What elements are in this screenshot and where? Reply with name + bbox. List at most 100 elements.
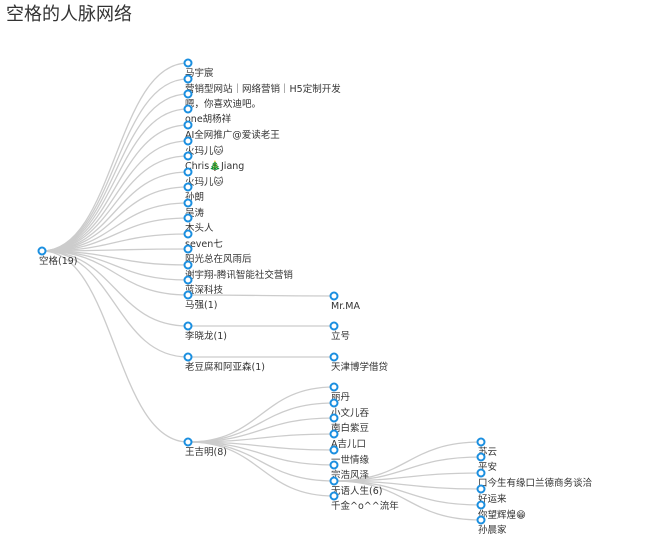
tree-link	[333, 472, 482, 482]
tree-node[interactable]: 嗯，你喜欢迪吧。	[183, 89, 262, 111]
tree-node[interactable]: 无语人生(6)	[329, 476, 383, 498]
tree-node[interactable]: 马宇宸	[183, 58, 215, 80]
tree-node[interactable]: 谢宇翔-腾讯智能社交营销	[183, 260, 294, 282]
node-circle[interactable]	[183, 120, 193, 130]
tree-node[interactable]: 孙晨家	[476, 515, 508, 537]
node-label: 千金^o^^流年	[331, 500, 399, 512]
node-circle[interactable]	[329, 476, 339, 486]
node-circle[interactable]	[329, 491, 339, 501]
tree-node[interactable]: 火玛儿🐱	[183, 167, 224, 189]
node-circle[interactable]	[37, 246, 47, 256]
node-circle[interactable]	[476, 468, 486, 478]
node-label: 营销型网站｜网络营销｜H5定制开发	[185, 83, 341, 95]
node-label: 孙晨家	[478, 524, 507, 536]
node-circle[interactable]	[183, 151, 193, 161]
tree-node[interactable]: 马强(1)	[183, 290, 218, 312]
node-circle[interactable]	[183, 198, 193, 208]
node-circle[interactable]	[183, 74, 193, 84]
tree-node[interactable]: 千金^o^^流年	[329, 491, 400, 513]
tree-node[interactable]: 蓝深科技	[183, 275, 224, 297]
tree-node[interactable]: 空格(19)	[37, 246, 78, 268]
node-name: 李晓龙(1)	[185, 330, 227, 342]
tree-node[interactable]: 南白紫豆	[329, 413, 370, 435]
tree-node[interactable]: 火玛儿🐱	[183, 136, 224, 158]
node-circle[interactable]	[183, 167, 193, 177]
tree-icon: 🎄	[209, 160, 221, 172]
node-circle[interactable]	[476, 437, 486, 447]
tree-node[interactable]: 丽丹	[329, 382, 351, 404]
tree-node[interactable]: one胡杨祥	[183, 104, 232, 126]
node-circle[interactable]	[183, 321, 193, 331]
node-circle[interactable]	[329, 321, 339, 331]
node-name: one胡杨祥	[185, 113, 232, 125]
tree-node[interactable]: 木头人	[183, 213, 215, 235]
node-circle[interactable]	[183, 58, 193, 68]
node-label: 老豆腐和阿亚森(1)	[185, 361, 265, 373]
node-name: 好运来	[478, 493, 507, 505]
tree-link	[41, 78, 189, 252]
node-circle[interactable]	[183, 290, 193, 300]
tree-node[interactable]: 阳光总在风雨后	[183, 244, 253, 266]
node-circle[interactable]	[329, 352, 339, 362]
node-label: 小文儿吞	[331, 407, 370, 419]
node-circle[interactable]	[183, 89, 193, 99]
tree-node[interactable]: 营销型网站｜网络营销｜H5定制开发	[183, 74, 342, 96]
node-label: 马强(1)	[185, 300, 217, 311]
node-name: 无语人生(6)	[331, 485, 382, 497]
node-circle[interactable]	[183, 275, 193, 285]
node-circle[interactable]	[329, 445, 339, 455]
node-circle[interactable]	[476, 484, 486, 494]
tree-node[interactable]: AI全网推广@爱读老王	[183, 120, 281, 142]
node-name: 小文儿吞	[331, 407, 370, 419]
node-circle[interactable]	[183, 260, 193, 270]
node-label: 阳光总在风雨后	[185, 253, 252, 265]
tree-link	[333, 480, 482, 521]
node-label: Chris🎄Jiang	[185, 160, 244, 172]
node-label: 南白紫豆	[331, 422, 369, 434]
node-name: AI全网推广@爱读老王	[185, 129, 280, 141]
node-name: Mr.MA	[331, 301, 360, 312]
tree-node[interactable]: 老豆腐和阿亚森(1)	[183, 352, 265, 374]
node-circle[interactable]	[476, 500, 486, 510]
node-circle[interactable]	[183, 244, 193, 254]
node-name: 老豆腐和阿亚森(1)	[185, 361, 265, 373]
node-circle[interactable]	[329, 291, 339, 301]
tree-link	[41, 250, 189, 358]
node-circle[interactable]	[329, 413, 339, 423]
node-name: 王吉明(8)	[185, 447, 227, 458]
tree-node[interactable]: 王吉明(8)	[183, 437, 227, 459]
node-name: seven七	[185, 239, 223, 250]
tree-node[interactable]: 李晓龙(1)	[183, 321, 227, 343]
node-circle[interactable]	[183, 104, 193, 114]
tree-node[interactable]: 好运来	[476, 484, 508, 506]
tree-node[interactable]: seven七	[183, 229, 224, 251]
node-label: seven七	[185, 239, 223, 250]
node-circle[interactable]	[183, 213, 193, 223]
tree-node[interactable]: 一世情缘	[329, 445, 370, 467]
tree-node[interactable]: 天津博学借贷	[329, 352, 389, 374]
tree-node[interactable]: 立号	[329, 321, 351, 343]
tree-node[interactable]: Chris🎄Jiang	[183, 151, 245, 173]
tree-node[interactable]: 口今生有缘口兰德商务谈洽	[476, 468, 593, 490]
tree-node[interactable]: 小文儿吞	[329, 398, 370, 420]
node-circle[interactable]	[329, 460, 339, 470]
tree-node[interactable]: A吉儿口	[329, 429, 367, 451]
node-circle[interactable]	[183, 229, 193, 239]
node-circle[interactable]	[329, 429, 339, 439]
node-circle[interactable]	[183, 136, 193, 146]
node-circle[interactable]	[476, 452, 486, 462]
node-circle[interactable]	[329, 382, 339, 392]
node-name: 一世情缘	[331, 454, 370, 466]
node-circle[interactable]	[476, 515, 486, 525]
node-circle[interactable]	[183, 352, 193, 362]
node-name: 宗浩风泽	[331, 469, 370, 481]
node-circle[interactable]	[183, 437, 193, 447]
node-circle[interactable]	[183, 182, 193, 192]
tree-node[interactable]: 你望辉煌😁	[476, 500, 527, 522]
node-circle[interactable]	[329, 398, 339, 408]
tree-node[interactable]: 宗浩风泽	[329, 460, 370, 482]
tree-node[interactable]: Mr.MA	[329, 291, 361, 313]
node-label: 火玛儿🐱	[185, 176, 224, 188]
